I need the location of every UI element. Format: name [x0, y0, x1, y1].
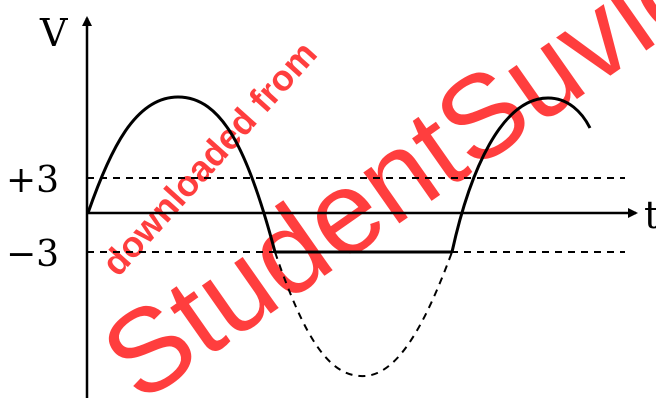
y-axis-label: V: [39, 11, 68, 55]
watermark: downloaded from StudentSuvidha: [79, 0, 656, 411]
lower-level-label: −3: [6, 234, 59, 275]
clipped-waveform-dashed: [274, 251, 453, 378]
upper-level-label: +3: [6, 160, 59, 201]
x-axis-label: t: [644, 193, 656, 237]
output-waveform: [86, 95, 592, 254]
